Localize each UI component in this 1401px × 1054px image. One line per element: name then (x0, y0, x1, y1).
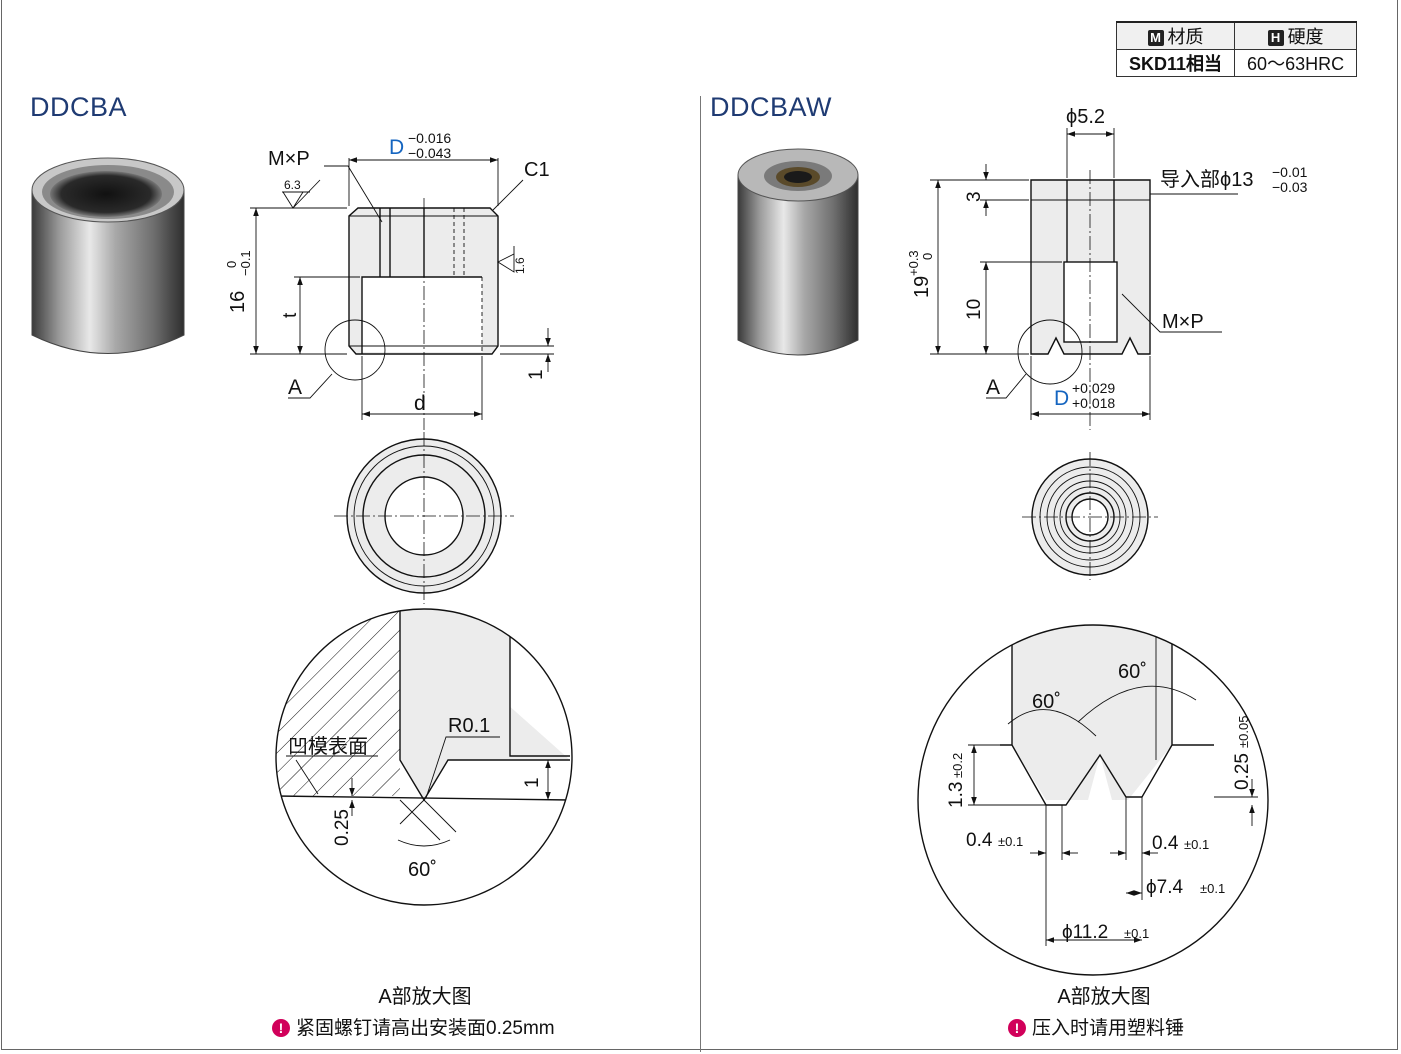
ddcba-a-label: A (288, 376, 302, 399)
panel-divider (700, 96, 701, 1052)
ddcbaw-detail-step-tol: ±0.05 (1236, 716, 1251, 748)
ddcbaw-d-tol-upper: +0.029 (1072, 380, 1115, 396)
left-caption: A部放大图 (378, 986, 472, 1008)
ddcbaw-photo (737, 148, 859, 356)
material-table-row: SKD11相当 60～63HRC (1115, 49, 1358, 77)
ddcbaw-guide-tol-lower: −0.03 (1272, 179, 1308, 195)
ddcba-d-label: D (389, 136, 404, 159)
hardness-header: 硬度 (1287, 27, 1324, 47)
hardness-badge-icon: H (1267, 30, 1284, 46)
ddcba-height-tol-upper: 0 (224, 261, 239, 268)
right-caption: A部放大图 (1057, 986, 1151, 1008)
ddcbaw-detail-step: 0.25 (1232, 753, 1253, 790)
ddcba-bottom-view (334, 432, 514, 604)
ddcbaw-guide-tol-upper: −0.01 (1272, 164, 1308, 180)
ddcba-detail-depth: 1 (522, 777, 543, 788)
ddcbaw-detail-flat1-tol: ±0.1 (998, 834, 1023, 849)
ddcba-c1-label: C1 (524, 159, 550, 181)
ddcba-detail-angle: 60˚ (408, 859, 437, 881)
ddcba-t-label: t (280, 312, 301, 318)
ddcbaw-detail-a (917, 624, 1269, 976)
ddcbaw-detail-flat2-tol: ±0.1 (1184, 837, 1209, 852)
ddcba-die-surface-label: 凹模表面 (288, 735, 368, 758)
ddcba-height-label: 16 (227, 291, 249, 313)
left-title: DDCBA (30, 92, 128, 122)
ddcba-mxp-label: M×P (268, 148, 310, 170)
ddcbaw-d-label: D (1054, 387, 1069, 410)
ddcbaw-detail-dia112-tol: ±0.1 (1124, 926, 1149, 941)
ddcbaw-detail-angle-outer: 60˚ (1118, 661, 1147, 683)
ddcbaw-detail-dia74: ϕ7.4 (1146, 877, 1183, 898)
ddcbaw-three-label: 3 (964, 191, 985, 202)
ddcbaw-height-tol-lower: 0 (920, 253, 935, 260)
ddcbaw-detail-dia74-tol: ±0.1 (1200, 881, 1225, 896)
ddcbaw-a-label: A (986, 376, 1000, 399)
ddcbaw-detail-flat1: 0.4 (966, 830, 993, 851)
ddcbaw-detail-depth-tol: ±0.2 (950, 753, 965, 778)
hardness-value: 60～63HRC (1234, 49, 1358, 77)
ddcba-height-tol-lower: −0.1 (238, 250, 253, 276)
ddcbaw-detail-dia112: ϕ11.2 (1062, 922, 1108, 943)
ddcba-one-label: 1 (526, 369, 547, 380)
ddcbaw-detail-depth: 1.3 (946, 782, 967, 808)
left-note-text: 紧固螺钉请高出安装面0.25mm (296, 1018, 555, 1039)
ddcbaw-detail-angle-inner: 60˚ (1032, 691, 1061, 713)
ddcba-d-tol-upper: −0.016 (408, 130, 451, 146)
ddcba-detail-a (275, 608, 573, 906)
warning-icon: ! (272, 1019, 290, 1037)
warning-icon: ! (1008, 1019, 1026, 1037)
right-title: DDCBAW (710, 92, 832, 122)
ddcba-roughness-6-3: 6.3 (284, 178, 301, 192)
ddcba-section-view (250, 157, 554, 430)
ddcbaw-d-tol-lower: +0.018 (1072, 395, 1115, 411)
ddcbaw-ten-label: 10 (964, 299, 985, 320)
ddcbaw-detail-flat2: 0.4 (1152, 833, 1179, 854)
right-note: ! 压入时请用塑料锤 (1008, 1013, 1184, 1040)
ddcba-d-tol-lower: −0.043 (408, 145, 451, 161)
ddcbaw-mxp-label: M×P (1162, 311, 1204, 333)
ddcbaw-height-tol-upper: +0.3 (906, 250, 921, 276)
ddcba-photo (31, 157, 185, 354)
ddcba-detail-offset: 0.25 (332, 809, 353, 846)
ddcba-roughness-1-6: 1.6 (513, 257, 527, 274)
ddcba-d-small-label: d (414, 392, 426, 415)
material-badge-icon: M (1147, 30, 1164, 46)
material-header: 材质 (1167, 27, 1204, 47)
ddcbaw-guide-label: 导入部ϕ13 (1160, 168, 1253, 191)
left-note: ! 紧固螺钉请高出安装面0.25mm (272, 1013, 555, 1040)
ddcbaw-phi52-label: ϕ5.2 (1066, 106, 1105, 128)
material-value: SKD11相当 (1115, 49, 1236, 77)
ddcba-r01-label: R0.1 (448, 715, 490, 737)
right-note-text: 压入时请用塑料锤 (1032, 1018, 1185, 1039)
ddcbaw-bottom-view (1022, 452, 1158, 580)
ddcbaw-height-label: 19 (911, 276, 933, 298)
ddcbaw-section-view (930, 128, 1238, 430)
